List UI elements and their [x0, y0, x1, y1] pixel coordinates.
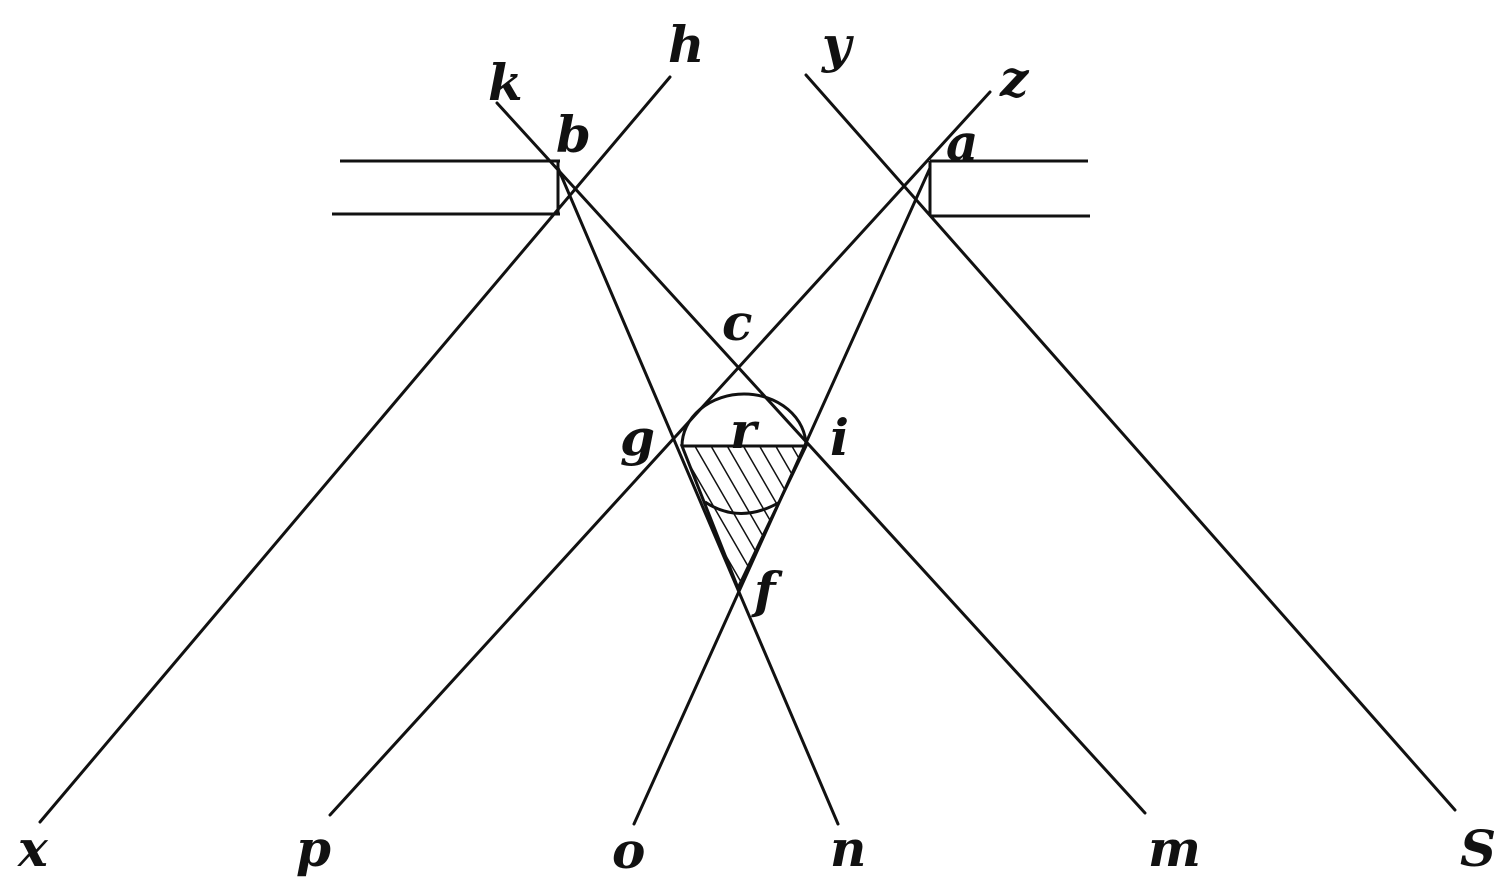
ray-z-p — [328, 90, 992, 817]
label-a: a — [946, 113, 978, 172]
label-p: p — [296, 819, 331, 878]
lower-arc — [704, 500, 781, 515]
shaded-triangle — [679, 444, 809, 592]
label-g: g — [620, 408, 655, 467]
label-c: c — [722, 293, 752, 352]
ray-k-m — [495, 101, 1147, 815]
label-s: S — [1460, 819, 1496, 878]
ray-y-s — [804, 73, 1457, 812]
ray-b-n — [556, 166, 840, 826]
upper-semicircle — [680, 392, 808, 447]
ray-h-x — [38, 75, 672, 824]
label-o: o — [612, 821, 645, 880]
label-f: f — [751, 561, 783, 620]
label-z: z — [999, 49, 1030, 108]
label-y: y — [821, 15, 854, 74]
label-i: i — [830, 408, 849, 467]
label-k: k — [488, 53, 523, 112]
label-x: x — [17, 819, 49, 878]
label-h: h — [668, 15, 704, 74]
label-r: r — [730, 401, 760, 460]
label-n: n — [830, 819, 866, 878]
label-b: b — [556, 105, 591, 164]
label-m: m — [1148, 819, 1201, 878]
